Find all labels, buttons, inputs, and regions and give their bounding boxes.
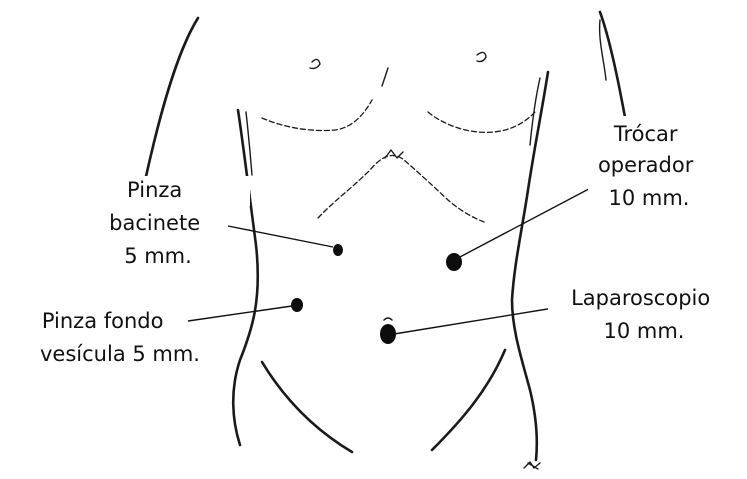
port-laparoscopio xyxy=(380,324,396,344)
port-markers xyxy=(291,244,462,344)
label-trocar-operador: Trócar operador 10 mm. xyxy=(588,116,710,212)
left-groin-line xyxy=(262,362,352,452)
pubic-scribble xyxy=(524,462,540,469)
svg-text:Pinza fondo vesícula 5 m: Pinza fondo vesícula 5 mm. xyxy=(40,309,200,366)
label-bacinete-line-2: bacinete xyxy=(109,211,200,235)
right-torso-outline xyxy=(512,72,548,460)
label-laparoscopio-line-1: Laparoscopio xyxy=(571,286,710,310)
label-laparoscopio-line-2: 10 mm. xyxy=(604,319,685,343)
label-pinza-fondo: Pinza fondo vesícula 5 mm. xyxy=(40,309,200,366)
sternum-mark xyxy=(382,68,388,86)
left-arm-outline xyxy=(142,18,198,195)
left-rib-margin xyxy=(262,100,372,131)
label-fondo-line-2: vesícula 5 mm. xyxy=(40,342,200,366)
right-rib-margin xyxy=(428,112,535,132)
costal-arch xyxy=(318,155,484,222)
label-trocar-line-1: Trócar xyxy=(613,122,678,146)
right-nipple xyxy=(477,52,486,61)
left-torso-outline xyxy=(233,110,258,445)
leader-pinza-fondo xyxy=(188,306,292,321)
left-nipple xyxy=(310,59,320,68)
right-torso-inner xyxy=(530,78,540,145)
label-fondo-line-1: Pinza fondo xyxy=(42,309,164,333)
port-pinza-bacinete xyxy=(333,244,343,256)
torso-drawing xyxy=(142,12,632,469)
leader-laparoscopio xyxy=(394,306,566,334)
umbilicus-mark xyxy=(384,318,392,320)
label-trocar-line-3: 10 mm. xyxy=(609,186,690,210)
label-bacinete-line-3: 5 mm. xyxy=(124,244,192,268)
port-pinza-fondo xyxy=(291,298,303,312)
label-pinza-bacinete: Pinza bacinete 5 mm. xyxy=(100,176,250,268)
leader-pinza-bacinete xyxy=(228,226,333,247)
label-trocar-line-2: operador xyxy=(598,153,694,177)
right-groin-line xyxy=(432,350,505,450)
label-bacinete-line-1: Pinza xyxy=(127,178,182,202)
port-trocar-operador xyxy=(446,253,462,271)
label-laparoscopio: Laparoscopio 10 mm. xyxy=(548,280,744,346)
